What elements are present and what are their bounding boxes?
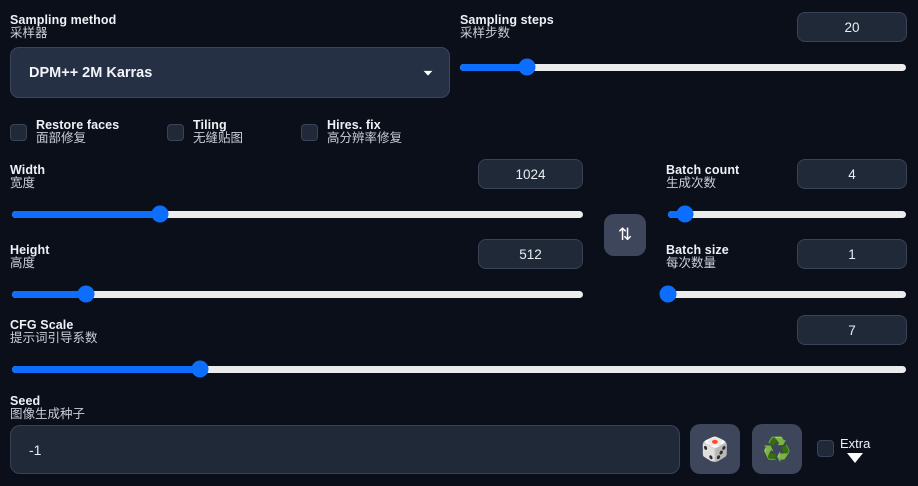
batch-count-label-en: Batch count <box>666 163 740 177</box>
random-seed-button[interactable]: 🎲 <box>690 424 740 474</box>
slider-track[interactable] <box>659 285 906 303</box>
batch-count-input[interactable]: 4 <box>797 159 907 189</box>
seed-label-zh: 图像生成种子 <box>10 406 86 421</box>
sampling-steps-label-en: Sampling steps <box>460 13 554 27</box>
batch-size-input[interactable]: 1 <box>797 239 907 269</box>
restore-faces-label-en: Restore faces <box>36 118 120 132</box>
slider-thumb[interactable] <box>659 285 677 303</box>
sampling-method-label-en: Sampling method <box>10 13 117 27</box>
batch-size-label: Batch size 每次数量 <box>666 243 729 270</box>
seed-label-en: Seed <box>10 394 41 408</box>
width-slider[interactable] <box>12 205 583 223</box>
slider-fill <box>12 365 200 373</box>
slider-fill <box>460 63 527 71</box>
width-label-en: Width <box>10 163 46 177</box>
slider-thumb[interactable] <box>191 360 209 378</box>
extra-seed-checkbox[interactable] <box>817 440 834 457</box>
dice-icon: 🎲 <box>700 435 730 462</box>
swap-dimensions-button[interactable]: ⇅ <box>604 214 646 256</box>
restore-faces-label-zh: 面部修复 <box>36 130 87 145</box>
height-label: Height 高度 <box>10 243 50 270</box>
sampling-method-value: DPM++ 2M Karras <box>29 64 153 81</box>
hires-fix-toggle[interactable]: Hires. fix 高分辨率修复 <box>301 118 403 145</box>
tiling-toggle[interactable]: Tiling 无缝贴图 <box>167 118 244 145</box>
hires-fix-label-zh: 高分辨率修复 <box>327 130 403 145</box>
extra-seed-label: Extra <box>840 436 871 451</box>
height-slider[interactable] <box>12 285 583 303</box>
height-label-zh: 高度 <box>10 255 36 270</box>
slider-fill <box>12 290 87 298</box>
hires-fix-checkbox[interactable] <box>301 123 318 141</box>
seed-label: Seed 图像生成种子 <box>10 394 86 421</box>
slider-thumb[interactable] <box>77 285 95 303</box>
restore-faces-checkbox[interactable] <box>10 123 27 141</box>
swap-vertical-icon: ⇅ <box>617 225 633 244</box>
sampling-steps-label: Sampling steps 采样步数 <box>460 13 554 40</box>
width-label: Width 宽度 <box>10 163 46 190</box>
sampling-method-dropdown[interactable]: DPM++ 2M Karras <box>10 47 450 98</box>
recycle-icon: ♻️ <box>762 435 792 462</box>
cfg-scale-label: CFG Scale 提示词引导系数 <box>10 318 98 345</box>
slider-track[interactable] <box>12 205 583 223</box>
tiling-label-en: Tiling <box>193 118 227 132</box>
batch-size-slider[interactable] <box>659 285 906 303</box>
hires-fix-label-en: Hires. fix <box>327 118 381 132</box>
cfg-scale-slider[interactable] <box>12 360 906 378</box>
batch-size-label-zh: 每次数量 <box>666 255 717 270</box>
slider-track[interactable] <box>460 58 906 76</box>
sampling-steps-slider[interactable] <box>460 58 906 76</box>
slider-thumb[interactable] <box>676 205 694 223</box>
tiling-checkbox[interactable] <box>167 123 184 141</box>
tiling-label: Tiling 无缝贴图 <box>193 118 244 145</box>
slider-thumb[interactable] <box>518 58 536 76</box>
cfg-scale-label-zh: 提示词引导系数 <box>10 330 98 345</box>
tiling-label-zh: 无缝贴图 <box>193 130 244 145</box>
width-label-zh: 宽度 <box>10 175 36 190</box>
sampling-method-label: Sampling method 采样器 <box>10 13 117 40</box>
slider-track[interactable] <box>12 360 906 378</box>
cfg-scale-label-en: CFG Scale <box>10 318 74 332</box>
batch-count-label: Batch count 生成次数 <box>666 163 740 190</box>
hires-fix-label: Hires. fix 高分辨率修复 <box>327 118 403 145</box>
slider-thumb[interactable] <box>151 205 169 223</box>
sampling-steps-label-zh: 采样步数 <box>460 25 511 40</box>
batch-count-label-zh: 生成次数 <box>666 175 717 190</box>
cfg-scale-input[interactable]: 7 <box>797 315 907 345</box>
seed-input[interactable]: -1 <box>10 425 680 474</box>
triangle-down-icon[interactable] <box>847 453 864 463</box>
height-input[interactable]: 512 <box>478 239 583 269</box>
width-input[interactable]: 1024 <box>478 159 583 189</box>
sampling-method-label-zh: 采样器 <box>10 25 48 40</box>
slider-fill <box>12 210 161 218</box>
batch-size-label-en: Batch size <box>666 243 729 257</box>
batch-count-slider[interactable] <box>668 205 906 223</box>
height-label-en: Height <box>10 243 50 257</box>
chevron-down-icon[interactable] <box>421 66 435 80</box>
restore-faces-toggle[interactable]: Restore faces 面部修复 <box>10 118 120 145</box>
sampling-steps-input[interactable]: 20 <box>797 12 907 42</box>
reuse-seed-button[interactable]: ♻️ <box>752 424 802 474</box>
slider-track[interactable] <box>668 205 906 223</box>
slider-track[interactable] <box>12 285 583 303</box>
restore-faces-label: Restore faces 面部修复 <box>36 118 120 145</box>
extra-seed-toggle[interactable]: Extra <box>840 437 870 463</box>
